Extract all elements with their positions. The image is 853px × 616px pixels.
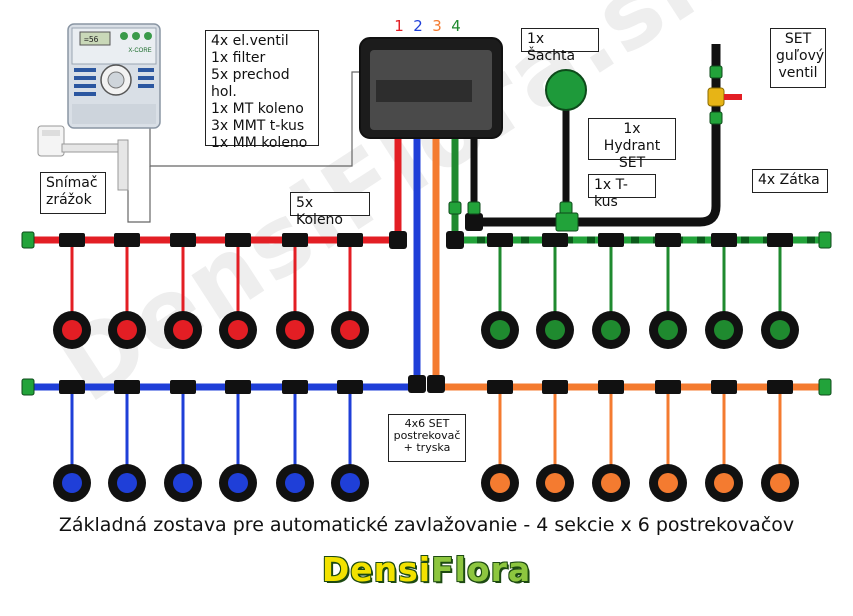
orange-nozzle-3 bbox=[601, 473, 621, 493]
coupling-8 bbox=[559, 201, 573, 215]
valve-box bbox=[359, 37, 503, 139]
green-tee-3 bbox=[598, 233, 624, 247]
red-nozzle-5 bbox=[285, 320, 305, 340]
sachta-label: 1x Šachta bbox=[521, 28, 599, 64]
ball-valve bbox=[707, 87, 742, 107]
elbow-1 bbox=[389, 231, 407, 249]
coupling-9 bbox=[709, 65, 723, 79]
elbow-3 bbox=[408, 375, 426, 393]
blue-nozzle-5 bbox=[285, 473, 305, 493]
blue-tee-1 bbox=[59, 380, 85, 394]
red-tee-6 bbox=[337, 233, 363, 247]
red-tee-5 bbox=[282, 233, 308, 247]
red-nozzle-6 bbox=[340, 320, 360, 340]
red-tee-4 bbox=[225, 233, 251, 247]
green-tee-6 bbox=[767, 233, 793, 247]
red-tee-1 bbox=[59, 233, 85, 247]
section-number-3: 3 bbox=[432, 17, 442, 35]
red-nozzle-3 bbox=[173, 320, 193, 340]
hydrant bbox=[545, 69, 587, 111]
green-tee-2 bbox=[542, 233, 568, 247]
t-kus-label: 1x T-kus bbox=[588, 174, 656, 210]
orange-tee-5 bbox=[711, 380, 737, 394]
controller-parts-label: 4x el.ventil 1x filter 5x prechod hol. 1… bbox=[205, 30, 319, 151]
orange-nozzle-5 bbox=[714, 473, 734, 493]
red-nozzle-1 bbox=[62, 320, 82, 340]
orange-tee-4 bbox=[655, 380, 681, 394]
green-tee-5 bbox=[711, 233, 737, 247]
coupling-10 bbox=[709, 111, 723, 125]
coupling-6 bbox=[467, 201, 481, 215]
end-cap-1 bbox=[21, 231, 35, 249]
orange-tee-3 bbox=[598, 380, 624, 394]
elbow-4 bbox=[427, 375, 445, 393]
green-nozzle-2 bbox=[545, 320, 565, 340]
orange-nozzle-4 bbox=[658, 473, 678, 493]
green-nozzle-3 bbox=[601, 320, 621, 340]
rain-sensor bbox=[37, 125, 129, 191]
densiflora-logo: DensiFlora bbox=[0, 550, 853, 589]
rain-sensor-label: Snímač zrážok bbox=[40, 172, 106, 214]
orange-nozzle-6 bbox=[770, 473, 790, 493]
irrigation-controller: =56 X-CORE bbox=[67, 23, 161, 129]
green-nozzle-5 bbox=[714, 320, 734, 340]
blue-nozzle-6 bbox=[340, 473, 360, 493]
section-number-4: 4 bbox=[451, 17, 461, 35]
blue-nozzle-1 bbox=[62, 473, 82, 493]
red-tee-3 bbox=[170, 233, 196, 247]
red-nozzle-4 bbox=[228, 320, 248, 340]
red-nozzle-2 bbox=[117, 320, 137, 340]
t-piece bbox=[555, 212, 579, 232]
coupling-7 bbox=[448, 201, 462, 215]
hydrant-label: 1x Hydrant SET bbox=[588, 118, 676, 171]
orange-tee-1 bbox=[487, 380, 513, 394]
end-cap-3 bbox=[21, 378, 35, 396]
blue-tee-4 bbox=[225, 380, 251, 394]
zatka-label: 4x Zátka bbox=[752, 169, 828, 193]
controller-wire bbox=[149, 71, 372, 167]
orange-nozzle-2 bbox=[545, 473, 565, 493]
controller-brand: X-CORE bbox=[128, 48, 151, 54]
orange-tee-2 bbox=[542, 380, 568, 394]
sensor-wire bbox=[127, 166, 151, 223]
green-nozzle-1 bbox=[490, 320, 510, 340]
orange-nozzle-1 bbox=[490, 473, 510, 493]
brand-second: Flora bbox=[431, 550, 532, 589]
controller-display: =56 bbox=[84, 35, 99, 44]
supply-pipe bbox=[469, 44, 721, 227]
blue-tee-3 bbox=[170, 380, 196, 394]
green-nozzle-4 bbox=[658, 320, 678, 340]
blue-nozzle-3 bbox=[173, 473, 193, 493]
green-tee-4 bbox=[655, 233, 681, 247]
end-cap-4 bbox=[818, 378, 832, 396]
koleno-label: 5x Koleno bbox=[290, 192, 370, 228]
red-tee-2 bbox=[114, 233, 140, 247]
blue-tee-6 bbox=[337, 380, 363, 394]
end-cap-2 bbox=[818, 231, 832, 249]
sprinkler-set-label: 4x6 SET postrekovač + tryska bbox=[388, 414, 466, 462]
section-number-1: 1 bbox=[394, 17, 404, 35]
green-nozzle-6 bbox=[770, 320, 790, 340]
diagram-caption: Základná zostava pre automatické zavlažo… bbox=[58, 514, 795, 536]
green-tee-1 bbox=[487, 233, 513, 247]
blue-nozzle-4 bbox=[228, 473, 248, 493]
elbow-5 bbox=[465, 213, 483, 231]
orange-tee-6 bbox=[767, 380, 793, 394]
blue-nozzle-2 bbox=[117, 473, 137, 493]
blue-tee-5 bbox=[282, 380, 308, 394]
ball-valve-label: SET guľový ventil bbox=[770, 28, 826, 88]
brand-first: Densi bbox=[321, 550, 432, 589]
blue-tee-2 bbox=[114, 380, 140, 394]
elbow-2 bbox=[446, 231, 464, 249]
section-number-2: 2 bbox=[413, 17, 423, 35]
